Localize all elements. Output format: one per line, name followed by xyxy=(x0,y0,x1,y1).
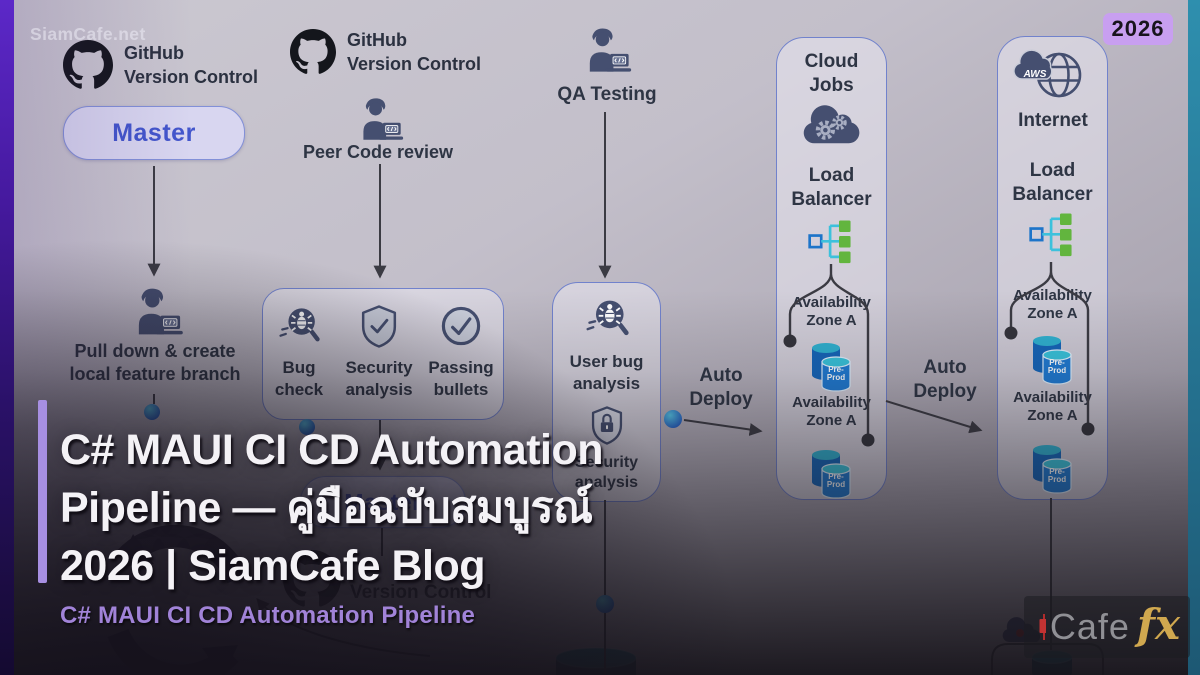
diagram-connectors xyxy=(144,112,1104,675)
